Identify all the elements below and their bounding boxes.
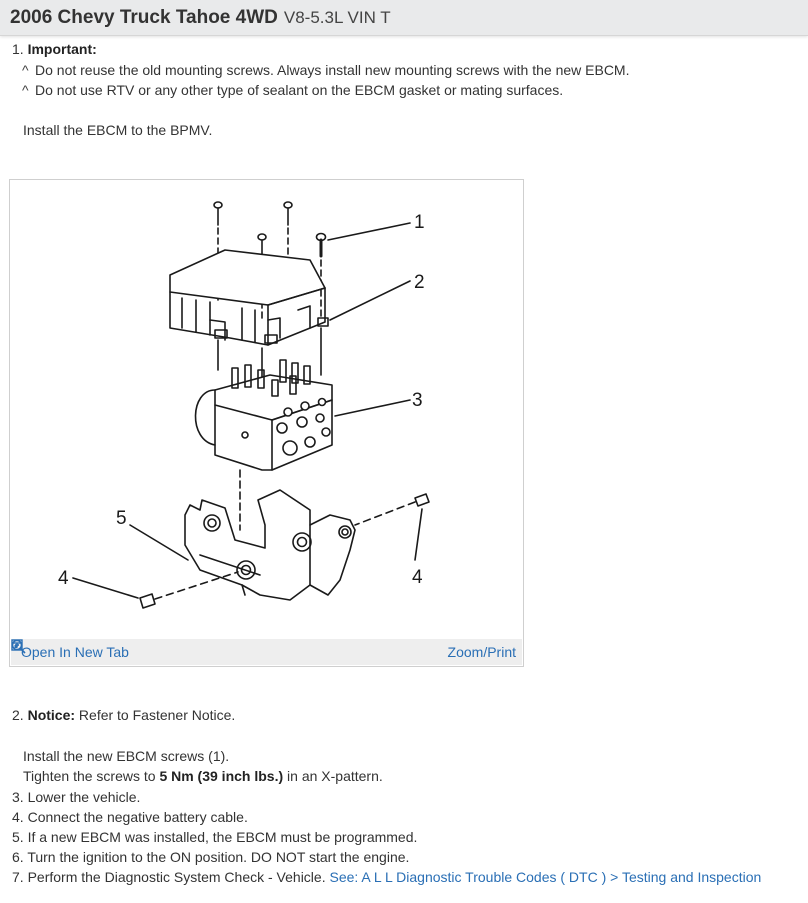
ebcm-module xyxy=(169,249,329,346)
step-number: 6. xyxy=(12,849,24,865)
bullet-item: ^ Do not reuse the old mounting screws. A… xyxy=(22,62,630,78)
bracket-bolts xyxy=(139,493,430,609)
dtc-testing-link[interactable]: See: A L L Diagnostic Trouble Codes ( DT… xyxy=(329,869,762,885)
step-number: 5. xyxy=(12,829,24,845)
step-5: 5. If a new EBCM was installed, the EBCM… xyxy=(12,829,417,845)
step-number: 4. xyxy=(12,809,24,825)
bpmv-valve-body xyxy=(194,359,333,471)
engine-subtitle: V8-5.3L VIN T xyxy=(283,7,391,27)
ebcm-diagram-figure: 1 2 3 4 5 4 Open In New Tab Zoom/Print xyxy=(9,179,524,667)
open-tab-label: Open In New Tab xyxy=(21,644,129,660)
figure-toolbar: Open In New Tab Zoom/Print xyxy=(11,639,522,665)
step-number: 3. xyxy=(12,789,24,805)
important-label: Important: xyxy=(27,41,97,57)
step-text: Turn the ignition to the ON position. DO… xyxy=(27,849,410,865)
zoom-icon xyxy=(11,639,26,654)
torque-prefix: Tighten the screws to xyxy=(23,768,160,784)
callout-3: 3 xyxy=(412,390,423,411)
bullet-text: Do not reuse the old mounting screws. Al… xyxy=(35,62,630,78)
callout-4-left: 4 xyxy=(58,568,69,589)
torque-spec: 5 Nm (39 inch lbs.) xyxy=(159,768,284,784)
step-7: 7. Perform the Diagnostic System Check -… xyxy=(12,869,761,885)
zoom-print-link[interactable]: Zoom/Print xyxy=(11,639,516,660)
step-text: Lower the vehicle. xyxy=(27,789,141,805)
zoom-print-label: Zoom/Print xyxy=(447,644,516,660)
callout-4-right: 4 xyxy=(412,567,423,588)
callout-5: 5 xyxy=(116,508,127,529)
ebcm-exploded-diagram: 1 2 3 4 5 4 xyxy=(58,201,430,609)
caret-icon: ^ xyxy=(22,82,29,98)
notice-text: Refer to Fastener Notice. xyxy=(78,707,236,723)
step-text: If a new EBCM was installed, the EBCM mu… xyxy=(27,829,418,845)
torque-suffix: in an X-pattern. xyxy=(283,768,383,784)
bullet-item: ^ Do not use RTV or any other type of sea… xyxy=(22,82,563,98)
caret-icon: ^ xyxy=(22,62,29,78)
step-text: Perform the Diagnostic System Check - Ve… xyxy=(27,869,326,885)
callout-2: 2 xyxy=(414,272,425,293)
step-3: 3. Lower the vehicle. xyxy=(12,789,140,805)
step-number: 1. xyxy=(12,41,24,57)
bullet-text: Do not use RTV or any other type of seal… xyxy=(35,82,564,98)
step-1-heading: 1. Important: xyxy=(12,41,97,57)
step-1-instruction: Install the EBCM to the BPMV. xyxy=(23,122,213,138)
callout-1: 1 xyxy=(414,212,425,233)
step-2-line-2: Tighten the screws to 5 Nm (39 inch lbs.… xyxy=(23,768,383,784)
step-2-line-1: Install the new EBCM screws (1). xyxy=(23,748,230,764)
step-6: 6. Turn the ignition to the ON position.… xyxy=(12,849,409,865)
step-number: 7. xyxy=(12,869,24,885)
open-in-new-tab-link[interactable]: Open In New Tab xyxy=(11,639,129,660)
vehicle-title: 2006 Chevy Truck Tahoe 4WD xyxy=(10,6,278,28)
step-number: 2. xyxy=(12,707,24,723)
step-2-heading: 2. Notice: Refer to Fastener Notice. xyxy=(12,707,235,723)
step-4: 4. Connect the negative battery cable. xyxy=(12,809,248,825)
mounting-bracket xyxy=(184,489,356,601)
page-header: 2006 Chevy Truck Tahoe 4WD V8-5.3L VIN T xyxy=(0,0,808,36)
notice-label: Notice: xyxy=(27,707,76,723)
step-text: Connect the negative battery cable. xyxy=(27,809,248,825)
